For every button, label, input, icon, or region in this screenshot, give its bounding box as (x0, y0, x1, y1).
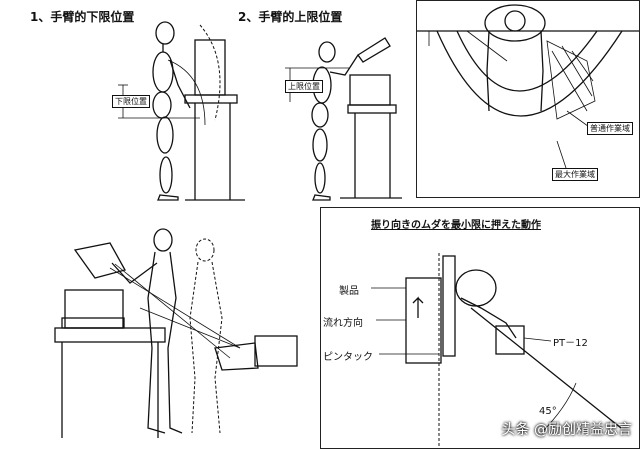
upper-limit-figure (285, 37, 402, 201)
panel-lower-limit-heading: 1、手臂的下限位置 (30, 10, 135, 24)
panel-upper-limit: 2、手臂的上限位置 上限位置 (230, 0, 415, 225)
panel-lower-limit: 1、手臂的下限位置 下限位置 (0, 0, 265, 225)
minimize-turn-figure (371, 253, 622, 448)
max-area-label: 最大作業域 (552, 168, 598, 181)
pintack-label: ピンタック (323, 352, 373, 363)
side-motion-figure (54, 228, 298, 438)
lower-limit-tag: 下限位置 (112, 95, 150, 108)
panel-upper-limit-heading: 2、手臂的上限位置 (238, 10, 343, 24)
top-view-figure (417, 4, 639, 172)
panel-top-view: 普通作業域 最大作業域 (416, 0, 640, 198)
lower-limit-figure (118, 21, 245, 201)
part-label: PT－12 (553, 338, 588, 349)
normal-area-label: 普通作業域 (587, 122, 633, 135)
minimize-turn-title: 振り向きのムダを最小限に押えた動作 (371, 220, 541, 231)
watermark: 头条 @励创精益忠言 (501, 422, 632, 438)
panel-minimize-turn: 振り向きのムダを最小限に押えた動作 製品 流れ方向 ピンタック PT－12 45… (320, 207, 640, 449)
flow-direction-label: 流れ方向 (323, 318, 363, 329)
product-label: 製品 (339, 286, 359, 297)
angle-label: 45° (539, 406, 557, 417)
upper-limit-tag: 上限位置 (285, 80, 323, 93)
panel-side-motion (0, 228, 320, 449)
